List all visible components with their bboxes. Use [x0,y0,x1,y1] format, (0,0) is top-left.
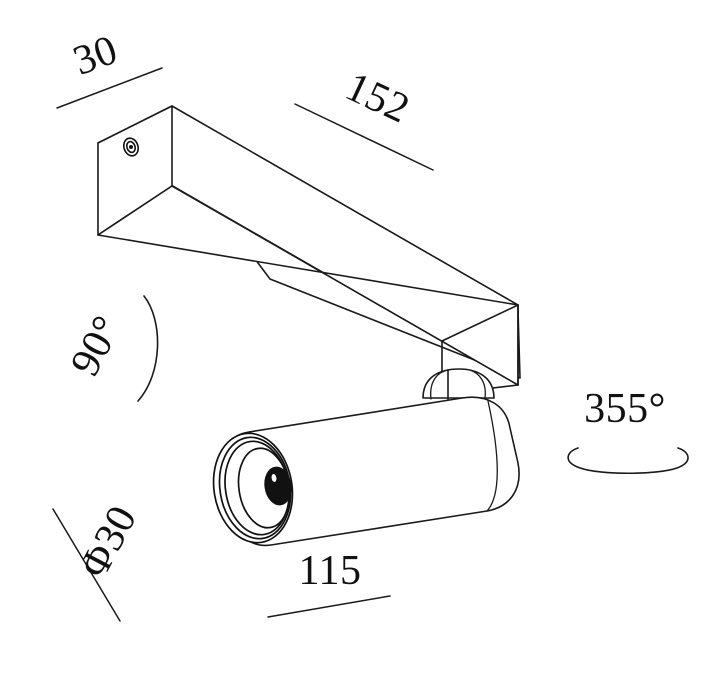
pivot-knuckle [422,368,495,400]
leader-line-30 [56,67,163,109]
rotation-ellipse-indicator [567,447,689,475]
dimension-label-phi30: Φ30 [71,498,146,585]
barrel-back-crease [486,400,498,512]
dimension-label-355: 355° [584,386,666,432]
dimension-width-30: 30 [56,27,163,109]
dimension-length-152: 152 [294,64,434,171]
dimension-label-90: 90° [62,308,131,383]
screw-center [129,145,133,149]
dimension-label-30: 30 [67,27,123,85]
dimension-tilt-90: 90° [62,295,159,402]
screw-inner-ring [126,140,136,154]
leader-line-phi30 [52,508,121,622]
lens-led-core [264,466,292,506]
knuckle-right-crease [469,369,486,399]
dimension-label-115: 115 [299,548,362,594]
dimension-rotation-355: 355° [567,386,689,475]
end-cap-screw-icon [122,137,140,157]
lens-aperture [212,432,294,544]
dimension-length-115: 115 [267,548,391,618]
knuckle-left-crease [430,369,449,400]
housing-far-top-edge [441,304,519,342]
tilt-arc-indicator [137,295,159,402]
leader-line-152 [294,103,434,171]
lens-specular-highlight [271,474,277,482]
knuckle-dome [422,368,495,399]
dimension-diameter-30: Φ30 [52,498,146,622]
screw-outer-ring [122,137,140,157]
dimension-label-152: 152 [339,64,417,133]
leader-line-115 [267,595,391,618]
housing-body [97,105,521,395]
